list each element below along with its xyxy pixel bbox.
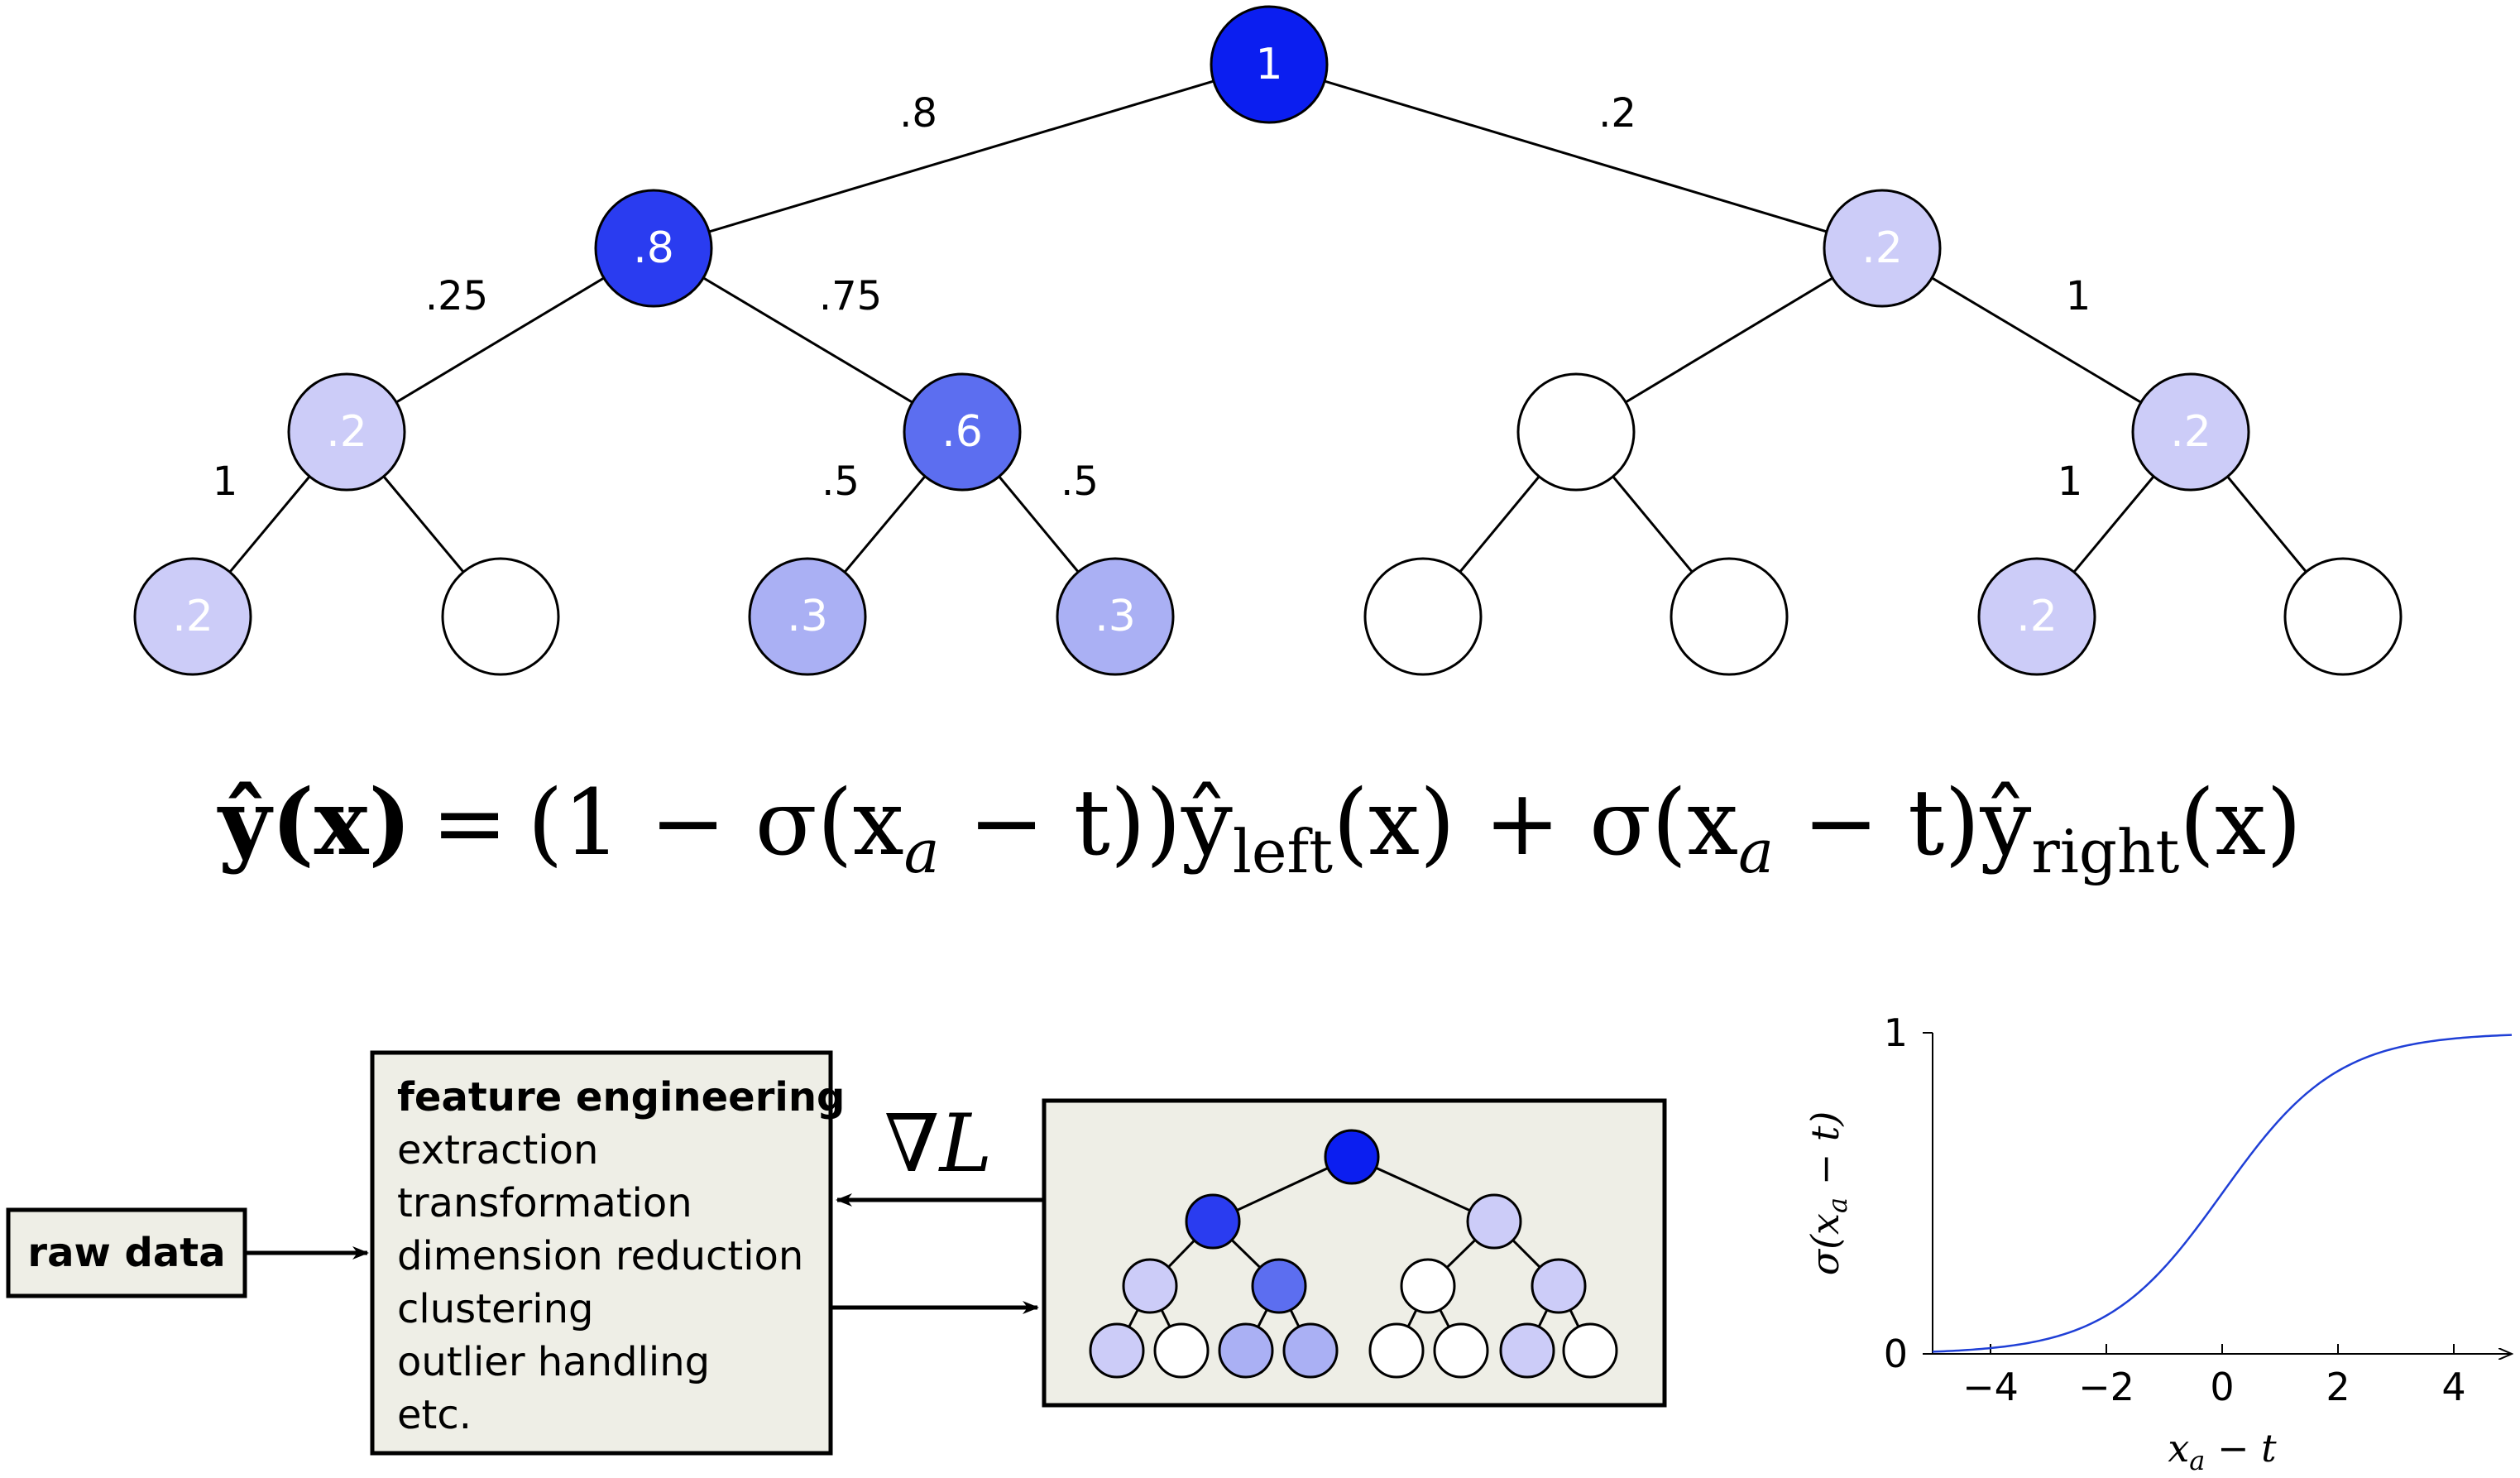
- probability-tree: .8 .2 .25 .75 1 1 .5 .5 1: [133, 5, 2403, 676]
- fe-item-transformation: transformation: [397, 1180, 692, 1226]
- x-tick-label: 4: [2441, 1365, 2465, 1409]
- node-l3-e: [1363, 557, 1483, 676]
- sigmoid-curve: [1932, 1034, 2513, 1353]
- node-l3-h: [2283, 557, 2403, 676]
- y-tick-label: 1: [1884, 1010, 1908, 1055]
- weight-root-right: .2: [1598, 90, 1636, 137]
- edge-l1b-l2d: [1881, 247, 2192, 434]
- x-tick-label: −4: [1962, 1365, 2019, 1409]
- gradient-label: ∇L: [884, 1097, 993, 1190]
- edge-l1a-l2a: [346, 247, 654, 434]
- tree-edges: [191, 63, 2345, 617]
- edge-weight-labels: .8 .2 .25 .75 1 1 .5 .5 1: [213, 90, 2091, 505]
- x-tick-label: −2: [2078, 1365, 2134, 1409]
- x-axis-label: xa − t: [2168, 1426, 2277, 1476]
- small-node: [1368, 1322, 1425, 1379]
- node-l1-left-value: .8: [633, 223, 674, 273]
- node-root: [1210, 5, 1329, 124]
- node-l1-left: [594, 189, 713, 308]
- small-node: [1400, 1258, 1456, 1314]
- fe-item-clustering: clustering: [397, 1286, 593, 1332]
- node-l3-g: [1977, 557, 2096, 676]
- eq-equals: =: [431, 770, 507, 876]
- node-l3-f: [1670, 557, 1789, 676]
- node-l2-a-value: .2: [326, 407, 367, 457]
- small-node: [1122, 1258, 1178, 1314]
- equation: ŷ(x)=(1 − σ(xa − t))ŷleft(x) + σ(xa − t)…: [217, 769, 2302, 886]
- node-l2-b-value: .6: [941, 407, 983, 457]
- eq-term1a: (1 − σ(x: [528, 770, 904, 876]
- y-tick-label: 0: [1884, 1332, 1908, 1376]
- fe-item-extraction: extraction: [397, 1127, 598, 1173]
- node-l2-d: [2131, 372, 2250, 492]
- small-node: [1562, 1322, 1618, 1379]
- small-node: [1324, 1129, 1380, 1185]
- y-axis-label: σ(xa − t): [1803, 1111, 1853, 1276]
- raw-data-box: [6, 1207, 247, 1298]
- eq-sub-left: left: [1233, 817, 1333, 886]
- edge-root-left: [653, 63, 1270, 250]
- chart-ticks: −4 −2 0 2 4 0 1: [1884, 1010, 2466, 1409]
- small-node: [1282, 1322, 1339, 1379]
- fe-item-dimension-reduction: dimension reduction: [397, 1233, 803, 1279]
- raw-data-label: raw data: [27, 1230, 225, 1276]
- edge-l1b-l2c: [1575, 247, 1883, 434]
- eq-sub-a: a: [904, 817, 940, 886]
- small-node: [1433, 1322, 1489, 1379]
- node-l2-d-value: .2: [2170, 407, 2211, 457]
- weight-l2b-left: .5: [822, 458, 860, 505]
- node-root-value: 1: [1255, 40, 1282, 89]
- node-l3-a: [133, 557, 252, 676]
- weight-l1a-left: .25: [425, 273, 488, 319]
- eq-term1c: (x) + σ(x: [1333, 770, 1738, 876]
- node-l2-c: [1516, 372, 1636, 492]
- node-l3-c: [748, 557, 867, 676]
- fe-item-etc: etc.: [397, 1392, 472, 1438]
- feature-engineering-box: [370, 1050, 833, 1456]
- node-l3-g-value: .2: [2016, 592, 2058, 641]
- node-l3-d: [1056, 557, 1175, 676]
- eq-term1b: − t))ŷ: [940, 770, 1233, 876]
- node-l1-right-value: .2: [1861, 223, 1903, 273]
- eq-lhs: ŷ(x): [217, 769, 412, 876]
- node-l3-d-value: .3: [1095, 592, 1136, 641]
- edge-root-right: [1268, 63, 1883, 250]
- small-node: [1499, 1322, 1555, 1379]
- small-node: [1153, 1322, 1210, 1379]
- node-l2-b: [903, 372, 1022, 492]
- node-l2-a: [287, 372, 406, 492]
- node-value-labels: 1 .8 .2 .2 .6 .2 .2 .3 .3 .2: [172, 40, 2211, 641]
- node-l3-b: [441, 557, 560, 676]
- small-node: [1531, 1258, 1587, 1314]
- node-l3-c-value: .3: [787, 592, 828, 641]
- soft-split-equation: ŷ(x)=(1 − σ(xa − t))ŷleft(x) + σ(xa − t)…: [217, 769, 2302, 886]
- small-node: [1466, 1193, 1522, 1250]
- small-node: [1218, 1322, 1274, 1379]
- eq-sub-a2: a: [1738, 817, 1774, 886]
- sigmoid-chart: −4 −2 0 2 4 0 1 xa − t σ(xa − t): [1803, 1010, 2512, 1476]
- small-node: [1251, 1258, 1307, 1314]
- eq-sub-right: right: [2031, 817, 2179, 886]
- x-tick-label: 0: [2210, 1365, 2234, 1409]
- x-tick-label: 2: [2326, 1365, 2350, 1409]
- pipeline-diagram: raw data feature engineering extraction …: [6, 1050, 1667, 1456]
- edge-l1a-l2b: [653, 247, 963, 434]
- weight-l1b-right: 1: [2066, 273, 2091, 319]
- fe-title: feature engineering: [397, 1074, 845, 1120]
- small-node: [1185, 1193, 1241, 1250]
- eq-term2c: (x): [2179, 770, 2302, 876]
- fe-item-outlier-handling: outlier handling: [397, 1339, 710, 1385]
- weight-l2d-left: 1: [2058, 458, 2083, 505]
- weight-l2a-left: 1: [213, 458, 238, 505]
- node-l3-a-value: .2: [172, 592, 213, 641]
- small-tree: [1089, 1129, 1618, 1379]
- node-l1-right: [1823, 189, 1942, 308]
- eq-term2b: − t)ŷ: [1774, 770, 2031, 876]
- weight-l1a-right: .75: [819, 273, 882, 319]
- weight-root-left: .8: [899, 90, 937, 137]
- small-node: [1089, 1322, 1145, 1379]
- weight-l2b-right: .5: [1061, 458, 1099, 505]
- tree-nodes: [133, 5, 2403, 676]
